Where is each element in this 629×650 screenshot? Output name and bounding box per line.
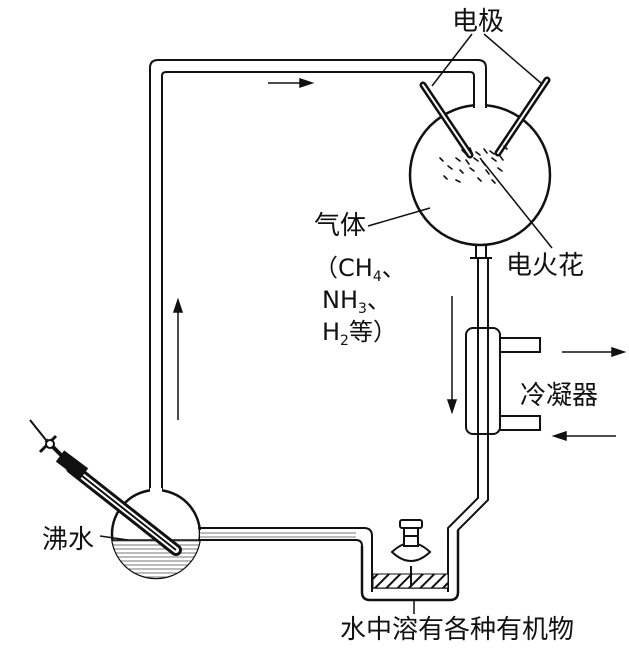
condenser xyxy=(465,327,541,435)
upper-tube-loop xyxy=(149,59,487,500)
electrode-right xyxy=(494,76,551,157)
flask-inlet xyxy=(29,419,182,556)
spark-chamber xyxy=(408,98,552,247)
spark-particles xyxy=(439,145,508,184)
flow-arrows xyxy=(172,77,627,442)
label-spark: 电火花 xyxy=(506,251,584,281)
label-gas-nh3: NH3、 xyxy=(322,286,391,317)
label-gas: 气体 xyxy=(314,211,366,241)
stopcock xyxy=(390,519,432,586)
bottom-connector-tube xyxy=(198,527,373,592)
electrode-left xyxy=(419,81,474,159)
leader-lines xyxy=(99,33,553,614)
label-gas-h2: H2等） xyxy=(322,318,397,349)
label-organics: 水中溶有各种有机物 xyxy=(340,615,574,645)
label-boiling-water: 沸水 xyxy=(42,525,94,555)
label-electrode: 电极 xyxy=(452,7,504,37)
label-condenser: 冷凝器 xyxy=(520,381,598,411)
label-gas-ch4: （CH4、 xyxy=(314,254,406,285)
